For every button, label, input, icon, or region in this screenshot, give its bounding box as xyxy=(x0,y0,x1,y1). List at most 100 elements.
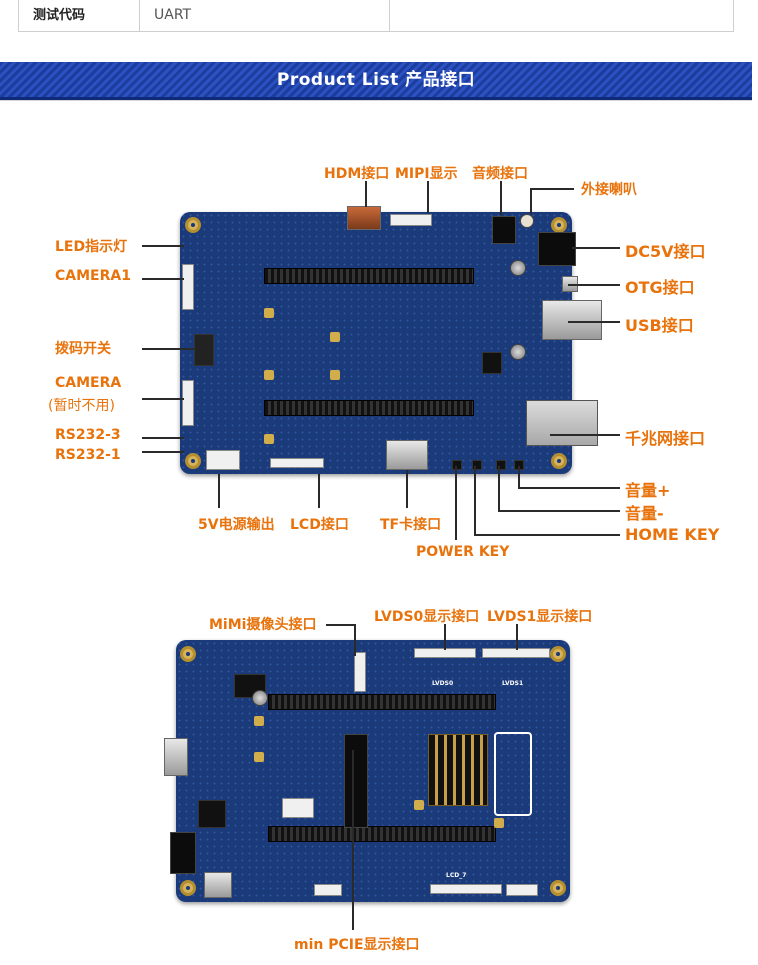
ethernet-port xyxy=(204,872,232,898)
label-lvds0: LVDS0显示接口 xyxy=(374,609,480,625)
mount-hole xyxy=(551,217,567,233)
lcd-connector xyxy=(270,458,324,468)
battery-connector xyxy=(282,798,314,818)
capacitor xyxy=(510,260,526,276)
label-vol-up: 音量+ xyxy=(625,481,671,500)
leader-line xyxy=(142,451,184,453)
bottom-connector xyxy=(506,884,538,896)
spec-extra xyxy=(390,0,735,31)
banner-divider xyxy=(0,100,752,101)
leader-line xyxy=(572,247,620,249)
leader-line xyxy=(142,437,184,439)
leader-line xyxy=(354,624,356,656)
label-rs232-3: RS232-3 xyxy=(55,427,121,443)
label-speaker: 外接喇叭 xyxy=(581,182,637,198)
pin-header-bottom xyxy=(264,400,474,416)
hdmi-connector xyxy=(347,206,381,230)
usb-port xyxy=(542,300,602,340)
label-power-key: POWER KEY xyxy=(416,544,510,560)
solder-pad xyxy=(414,800,424,810)
leader-line xyxy=(568,321,620,323)
camera1-connector xyxy=(182,264,194,310)
dc-jack xyxy=(170,832,196,874)
leader-line xyxy=(427,181,429,213)
mount-hole xyxy=(550,646,566,662)
board-bottom-view: LVDS0 LVDS1 LCD_7 xyxy=(164,640,570,902)
camera-connector xyxy=(182,380,194,426)
mount-hole xyxy=(551,453,567,469)
ic-chip xyxy=(234,674,266,698)
silk-lcd: LCD_7 xyxy=(446,872,467,879)
spec-table: 测试代码 UART xyxy=(18,0,734,32)
label-led: LED指示灯 xyxy=(55,239,128,255)
solder-pad xyxy=(254,752,264,762)
leader-line xyxy=(444,624,446,650)
label-mimi-camera: MiMi摄像头接口 xyxy=(209,617,317,633)
lcd-connector xyxy=(430,884,502,894)
ic-chip xyxy=(482,352,502,374)
tf-card-slot xyxy=(386,440,428,470)
mini-pcie-slot xyxy=(344,734,368,828)
brand-logo xyxy=(494,732,532,816)
label-camera1: CAMERA1 xyxy=(55,268,131,284)
solder-pad xyxy=(330,370,340,380)
leader-line xyxy=(568,284,620,286)
mipi-connector xyxy=(390,214,432,226)
label-power-output: 5V电源输出 xyxy=(198,517,275,533)
label-lcd: LCD接口 xyxy=(290,517,349,533)
label-otg: OTG接口 xyxy=(625,278,695,297)
label-mipi: MIPI显示 xyxy=(395,166,458,182)
leader-line xyxy=(530,188,574,190)
usb-port xyxy=(164,738,188,776)
label-dc5v: DC5V接口 xyxy=(625,242,706,261)
board-top-view xyxy=(180,206,602,474)
label-audio: 音频接口 xyxy=(472,166,528,182)
spec-label: 测试代码 xyxy=(19,0,140,31)
leader-line xyxy=(142,398,184,400)
solder-pad xyxy=(254,716,264,726)
mount-hole xyxy=(180,880,196,896)
pin-header-top xyxy=(268,694,496,710)
capacitor xyxy=(252,690,268,706)
leader-line xyxy=(498,466,500,511)
label-camera: CAMERA xyxy=(55,375,122,391)
ic-chip xyxy=(198,800,226,828)
dc-jack xyxy=(538,232,576,266)
leader-line xyxy=(142,348,194,350)
product-list-banner: Product List 产品接口 xyxy=(0,62,752,100)
leader-line xyxy=(500,181,502,215)
volume-down-key xyxy=(496,460,506,470)
sim-card-slot xyxy=(428,734,488,806)
mount-hole xyxy=(180,646,196,662)
leader-line xyxy=(455,466,457,540)
label-gigabit: 千兆网接口 xyxy=(625,429,706,448)
leader-line xyxy=(365,181,367,207)
label-camera-note: (暂时不用) xyxy=(48,398,115,414)
ethernet-port xyxy=(526,400,598,446)
power-key xyxy=(452,460,462,470)
solder-pad xyxy=(264,434,274,444)
label-usb: USB接口 xyxy=(625,316,694,335)
capacitor xyxy=(510,344,526,360)
leader-line xyxy=(530,188,532,214)
label-tf: TF卡接口 xyxy=(380,517,442,533)
leader-line xyxy=(406,470,408,508)
solder-pad xyxy=(264,370,274,380)
mount-hole xyxy=(550,880,566,896)
leader-line xyxy=(518,487,620,489)
solder-pad xyxy=(330,332,340,342)
leader-line xyxy=(550,434,620,436)
solder-pad xyxy=(494,818,504,828)
label-vol-down: 音量- xyxy=(625,504,664,523)
leader-line xyxy=(326,624,356,626)
solder-pad xyxy=(264,308,274,318)
mount-hole xyxy=(185,453,201,469)
leader-line xyxy=(518,466,520,488)
silk-lvds0: LVDS0 xyxy=(432,680,454,687)
label-dip-switch: 拨码开关 xyxy=(55,341,111,357)
speaker-pad xyxy=(520,214,534,228)
leader-line xyxy=(142,278,184,280)
leader-line xyxy=(218,474,220,508)
leader-line xyxy=(498,510,620,512)
mount-hole xyxy=(185,217,201,233)
